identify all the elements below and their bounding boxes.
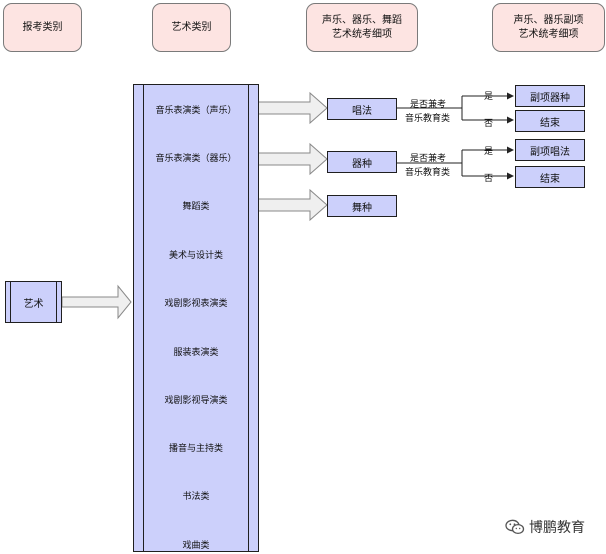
no-label-vocal: 否	[484, 119, 494, 129]
header-exam-details: 声乐、器乐、舞蹈 艺术统考细项	[306, 3, 418, 52]
watermark-text: 博鹏教育	[529, 520, 585, 536]
category-dance: 舞蹈类	[182, 202, 210, 212]
category-calligraphy: 书法类	[182, 492, 210, 502]
category-vocal: 音乐表演类（声乐）	[155, 106, 237, 116]
branch-label-instrument-2: 音乐教育类	[405, 168, 451, 178]
watermark: 博鹏教育	[505, 517, 585, 537]
outcome-end-instrument: 结束	[515, 166, 585, 188]
category-broadcasting: 播音与主持类	[168, 444, 223, 454]
category-art-design: 美术与设计类	[168, 251, 223, 261]
branch-label-instrument-1: 是否兼考	[410, 154, 447, 164]
detail-dance-type: 舞种	[327, 195, 397, 217]
outcome-minor-singing: 副项唱法	[515, 139, 585, 161]
category-band: 音乐表演类（声乐） 音乐表演类（器乐） 舞蹈类 美术与设计类 戏剧影视表演类 服…	[133, 84, 259, 552]
category-drama-performance: 戏剧影视表演类	[164, 299, 228, 309]
category-instrument: 音乐表演类（器乐）	[155, 154, 237, 164]
wechat-icon	[505, 519, 525, 535]
detail-instrument-type: 器种	[327, 151, 397, 173]
category-opera: 戏曲类	[182, 541, 210, 551]
yes-label-instrument: 是	[484, 147, 494, 157]
header-art-category: 艺术类别	[152, 3, 231, 52]
yes-label-vocal: 是	[484, 92, 494, 102]
root-label: 艺术	[23, 298, 44, 310]
branch-label-vocal-2: 音乐教育类	[405, 114, 451, 124]
detail-singing-style: 唱法	[327, 98, 397, 120]
category-fashion-performance: 服装表演类	[173, 348, 219, 358]
root-box-art: 艺术	[5, 281, 62, 323]
header-exam-category: 报考类别	[3, 3, 82, 52]
outcome-end-vocal: 结束	[515, 110, 585, 132]
outcome-minor-instrument: 副项器种	[515, 85, 585, 107]
big-arrow-root	[61, 284, 132, 320]
category-drama-directing: 戏剧影视导演类	[164, 396, 228, 406]
header-minor-details: 声乐、器乐副项 艺术统考细项	[492, 3, 605, 52]
no-label-instrument: 否	[484, 174, 494, 184]
branch-label-vocal-1: 是否兼考	[410, 100, 447, 110]
